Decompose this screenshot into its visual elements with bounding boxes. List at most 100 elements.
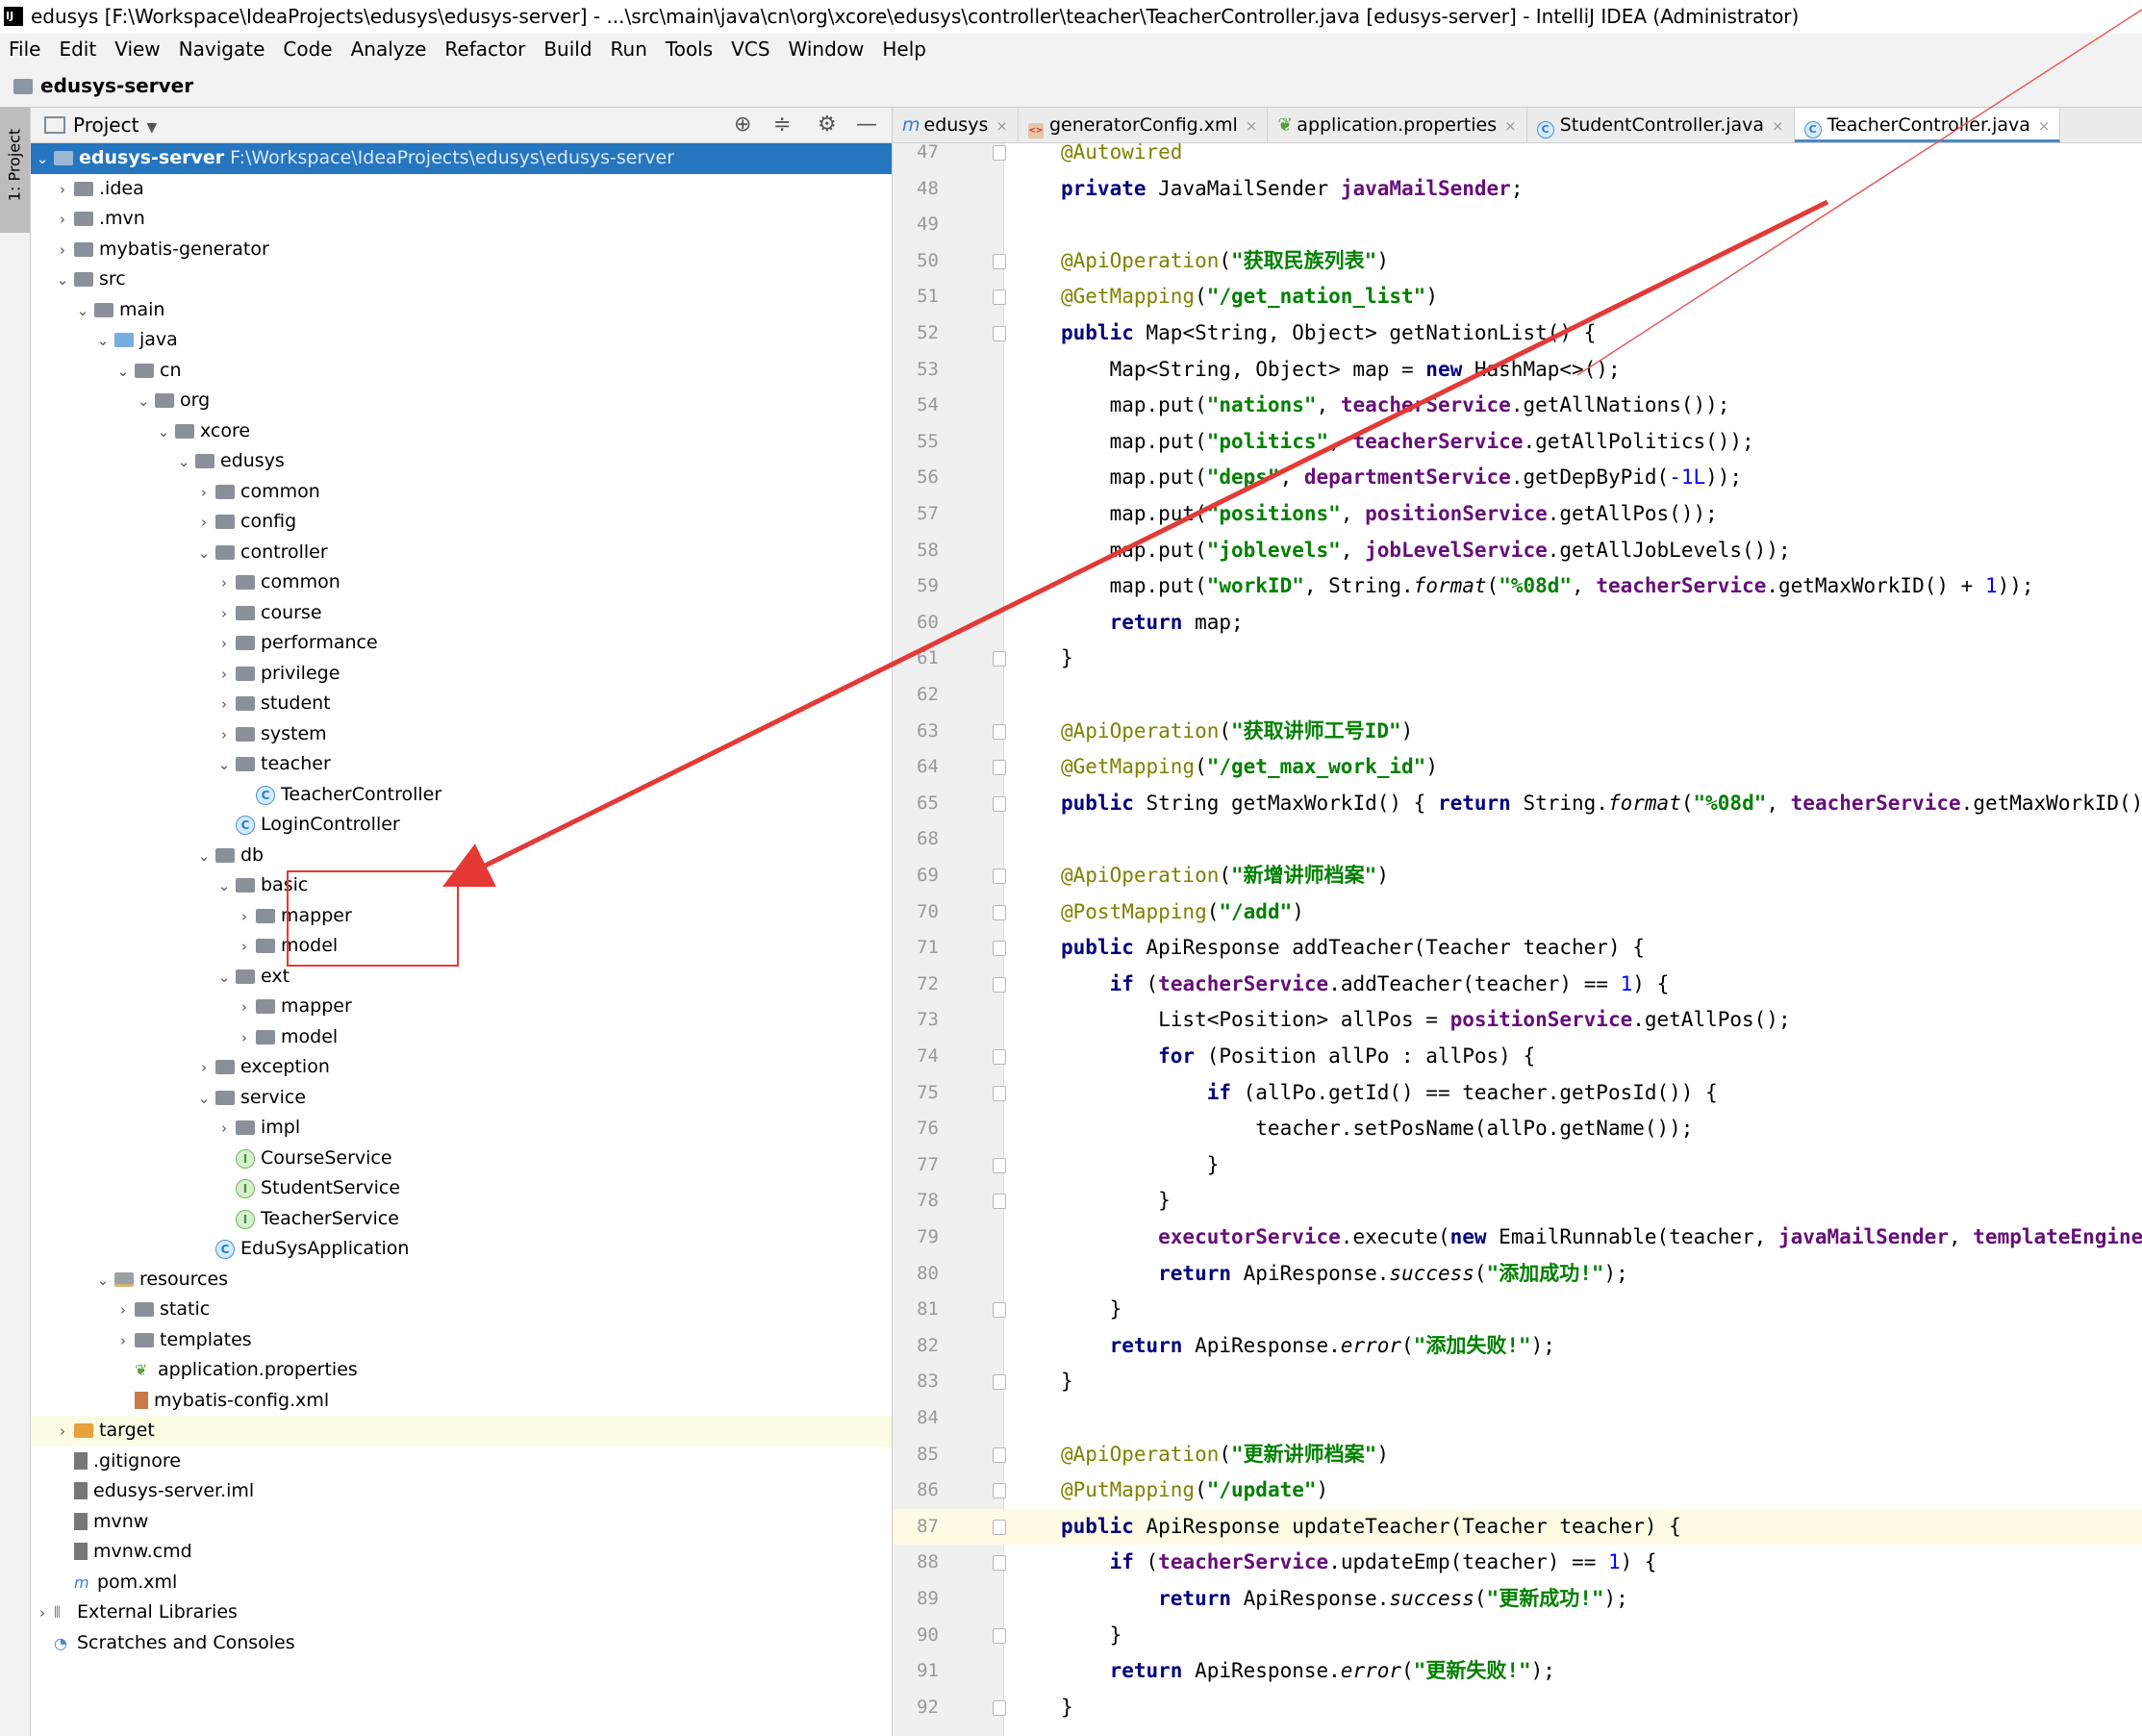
tree-node-main[interactable]: ⌄main (31, 295, 892, 326)
chevron-down-icon[interactable]: ⌄ (116, 362, 130, 380)
chevron-down-icon[interactable]: ⌄ (197, 846, 211, 865)
tree-node-resources[interactable]: ⌄resources (31, 1265, 892, 1296)
tree-node-service[interactable]: ⌄service (31, 1083, 892, 1114)
tree-node-mapper[interactable]: ›mapper (31, 992, 892, 1022)
chevron-down-icon[interactable]: ⌄ (76, 301, 89, 319)
close-icon[interactable]: × (1245, 117, 1258, 135)
chevron-down-icon[interactable]: ⌄ (36, 150, 49, 167)
tree-node-course[interactable]: ›course (31, 598, 892, 629)
chevron-right-icon[interactable]: › (221, 1120, 227, 1137)
chevron-right-icon[interactable]: › (221, 725, 227, 743)
chevron-right-icon[interactable]: › (221, 695, 227, 713)
chevron-down-icon[interactable]: ⌄ (137, 392, 150, 410)
chevron-down-icon[interactable]: ▼ (146, 120, 158, 136)
fold-marker-icon[interactable] (993, 326, 1006, 341)
locate-icon[interactable]: ⊕ (734, 113, 752, 137)
chevron-down-icon[interactable]: ⌄ (197, 543, 211, 562)
menu-item-help[interactable]: Help (882, 38, 926, 61)
tree-node-config[interactable]: ›config (31, 507, 892, 538)
chevron-right-icon[interactable]: › (60, 1422, 65, 1440)
tree-node-templates[interactable]: ›templates (31, 1325, 892, 1356)
tree-node-external-libraries[interactable]: ›⫴External Libraries (31, 1598, 892, 1628)
project-tool-window-tab[interactable]: 1: Project (0, 108, 30, 233)
menu-item-refactor[interactable]: Refactor (444, 38, 526, 61)
tree-node-target[interactable]: ›target (31, 1416, 892, 1447)
menu-item-window[interactable]: Window (788, 38, 865, 61)
chevron-down-icon[interactable]: ⌄ (96, 1271, 110, 1289)
chevron-right-icon[interactable]: › (60, 180, 65, 198)
chevron-down-icon[interactable]: ⌄ (217, 968, 231, 986)
fold-marker-icon[interactable] (993, 941, 1006, 957)
fold-marker-icon[interactable] (993, 868, 1006, 884)
tree-node-common[interactable]: ›common (31, 477, 892, 508)
fold-marker-icon[interactable] (993, 760, 1006, 776)
fold-marker-icon[interactable] (993, 1483, 1006, 1499)
tree-node-db[interactable]: ⌄db (31, 841, 892, 871)
fold-marker-icon[interactable] (993, 795, 1006, 812)
chevron-down-icon[interactable]: ⌄ (217, 877, 231, 894)
chevron-right-icon[interactable]: › (120, 1331, 126, 1349)
menu-item-file[interactable]: File (9, 38, 41, 61)
chevron-down-icon[interactable]: ⌄ (96, 332, 110, 349)
chevron-right-icon[interactable]: › (60, 240, 65, 259)
tree-node-org[interactable]: ⌄org (31, 386, 892, 416)
tree-node-controller[interactable]: ⌄controller (31, 538, 892, 568)
project-panel-title[interactable]: Project (73, 113, 139, 137)
editor-tab-generatorconfig-xml[interactable]: <>generatorConfig.xml× (1019, 108, 1269, 142)
tree-node-model[interactable]: ›model (31, 931, 892, 962)
tree-node-edusys[interactable]: ⌄edusys (31, 446, 892, 477)
fold-marker-icon[interactable] (993, 1194, 1006, 1210)
tree-node-static[interactable]: ›static (31, 1295, 892, 1325)
fold-marker-icon[interactable] (993, 1447, 1006, 1463)
fold-marker-icon[interactable] (993, 1519, 1006, 1535)
chevron-right-icon[interactable]: › (221, 665, 227, 683)
tree-node--mvn[interactable]: ›.mvn (31, 204, 892, 235)
menu-item-analyze[interactable]: Analyze (350, 38, 427, 61)
tree-node-mapper[interactable]: ›mapper (31, 901, 892, 932)
tree-node--gitignore[interactable]: .gitignore (31, 1447, 892, 1477)
hide-icon[interactable]: — (856, 113, 877, 137)
nav-module-label[interactable]: edusys-server (40, 74, 194, 97)
tree-node-java[interactable]: ⌄java (31, 325, 892, 356)
tree-node-model[interactable]: ›model (31, 1022, 892, 1053)
tree-node-exception[interactable]: ›exception (31, 1052, 892, 1083)
collapse-all-icon[interactable]: ≑ (773, 113, 792, 137)
fold-marker-icon[interactable] (993, 1555, 1006, 1572)
chevron-down-icon[interactable]: ⌄ (177, 453, 190, 470)
fold-marker-icon[interactable] (993, 1302, 1006, 1319)
gear-icon[interactable]: ⚙ (818, 113, 837, 137)
fold-marker-icon[interactable] (993, 1049, 1006, 1065)
chevron-down-icon[interactable]: ⌄ (217, 756, 231, 773)
close-icon[interactable]: × (1772, 117, 1784, 135)
chevron-right-icon[interactable]: › (39, 1604, 45, 1622)
editor-tab-application-properties[interactable]: ❦application.properties× (1268, 108, 1527, 142)
chevron-right-icon[interactable]: › (201, 514, 207, 531)
tree-node-mvnw[interactable]: mvnw (31, 1507, 892, 1538)
tree-node-xcore[interactable]: ⌄xcore (31, 416, 892, 447)
chevron-right-icon[interactable]: › (60, 211, 65, 228)
close-icon[interactable]: × (995, 117, 1008, 135)
tree-node-edusys-server-iml[interactable]: edusys-server.iml (31, 1476, 892, 1507)
fold-marker-icon[interactable] (993, 651, 1006, 667)
tree-node-edusys-server[interactable]: ⌄edusys-server F:\Workspace\IdeaProjects… (31, 143, 892, 174)
menu-item-navigate[interactable]: Navigate (178, 38, 265, 61)
fold-marker-icon[interactable] (993, 904, 1006, 920)
tree-node--idea[interactable]: ›.idea (31, 174, 892, 205)
tree-node-mybatis-generator[interactable]: ›mybatis-generator (31, 235, 892, 265)
tree-node-src[interactable]: ⌄src (31, 264, 892, 295)
tree-node-performance[interactable]: ›performance (31, 628, 892, 659)
chevron-down-icon[interactable]: ⌄ (197, 1089, 211, 1107)
tree-node-application-properties[interactable]: ❦application.properties (31, 1355, 892, 1386)
menu-item-edit[interactable]: Edit (59, 38, 97, 61)
chevron-right-icon[interactable]: › (221, 635, 227, 652)
